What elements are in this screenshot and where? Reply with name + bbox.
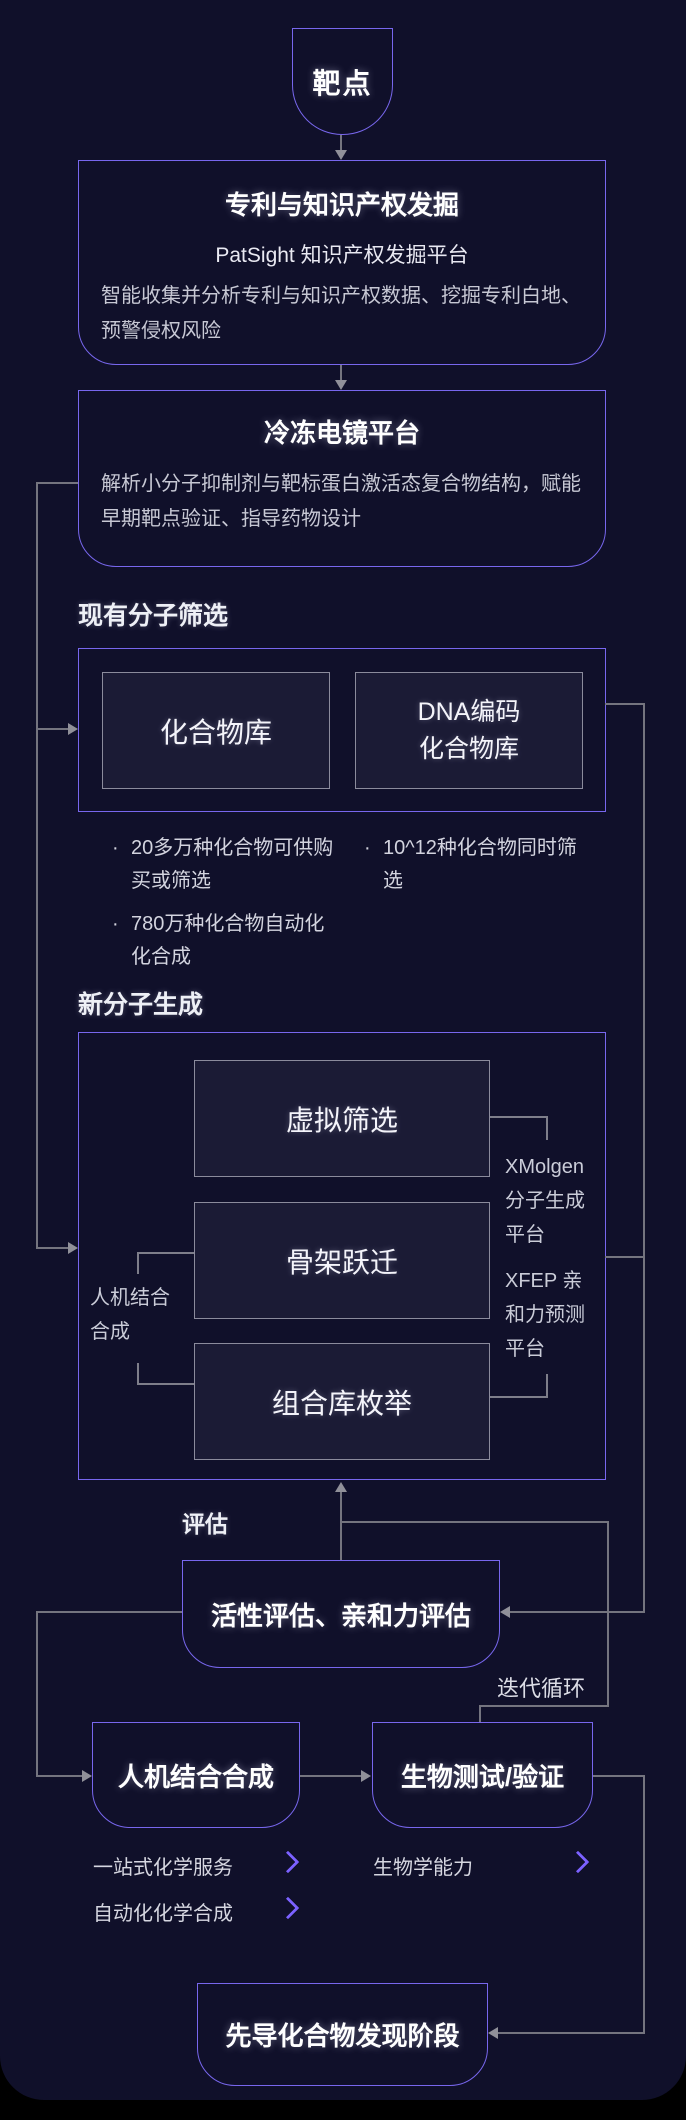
connector-target-patent — [340, 135, 342, 152]
connector-loop-right — [607, 1521, 609, 1707]
node-cryoem-platform: 冷冻电镜平台 解析小分子抑制剂与靶标蛋白激活态复合物结构，赋能早期靶点验证、指导… — [78, 390, 606, 567]
note-human-machine-synthesis: 人机结合合成 — [90, 1287, 170, 1343]
bracket-left-bottom — [137, 1383, 194, 1385]
connector-right-trunk — [643, 703, 645, 1613]
node-dna-encoded-library: DNA编码 化合物库 — [355, 672, 583, 789]
arrowhead-right-icon — [68, 723, 78, 735]
connector-into-newmol — [36, 1247, 70, 1249]
evaluation-label: 活性评估、亲和力评估 — [210, 1600, 471, 1631]
connector-patent-cryoem — [340, 365, 342, 381]
bullet-dot: · — [112, 913, 119, 935]
arrowhead-down-icon — [335, 150, 347, 160]
cryoem-title: 冷冻电镜平台 — [263, 418, 420, 448]
connector-into-synthesis — [36, 1775, 84, 1777]
connector-loop-into-biotest — [479, 1705, 481, 1722]
bracket-left-bottom-tick — [137, 1363, 139, 1385]
bracket-right-bottom — [490, 1396, 548, 1398]
screening-outer-box — [78, 648, 606, 812]
synthesis-label: 人机结合合成 — [117, 1761, 274, 1792]
node-evaluation: 活性评估、亲和力评估 — [182, 1560, 500, 1668]
bracket-left-top — [137, 1252, 194, 1254]
arrowhead-left-icon — [488, 2027, 498, 2039]
bullet-text: 780万种化合物自动化化合成 — [131, 913, 325, 968]
node-virtual-screening: 虚拟筛选 — [194, 1060, 490, 1177]
connector-left-trunk — [36, 482, 38, 1248]
connector-loop-top — [340, 1521, 609, 1523]
connector-into-screening — [36, 728, 70, 730]
loop-label: 迭代循环 — [497, 1676, 586, 1701]
virtual-screening-label: 虚拟筛选 — [285, 1104, 398, 1136]
patent-title: 专利与知识产权发掘 — [224, 190, 459, 220]
bracket-right-top — [490, 1116, 548, 1118]
arrowhead-down-icon — [335, 380, 347, 390]
screening-bullets-left: · 20多万种化合物可供购买或筛选 · 780万种化合物自动化化合成 — [112, 832, 338, 984]
screening-bullets-right: · 10^12种化合物同时筛选 — [364, 832, 586, 908]
note-xmolgen-platform: XMolgen 分子生成平台 — [505, 1156, 585, 1246]
chevron-right-icon[interactable] — [276, 1850, 300, 1874]
connector-into-lead — [497, 2032, 645, 2034]
node-library-enumeration: 组合库枚举 — [194, 1343, 490, 1460]
bracket-left-top-tick — [137, 1252, 139, 1274]
section-label-screening: 现有分子筛选 — [78, 602, 229, 630]
node-compound-library: 化合物库 — [102, 672, 330, 789]
biotest-label: 生物测试/验证 — [400, 1761, 565, 1792]
note-xfep-platform: XFEP 亲和力预测平台 — [505, 1270, 585, 1360]
chevron-right-icon[interactable] — [276, 1896, 300, 1920]
bullet-item: · 10^12种化合物同时筛选 — [364, 832, 586, 898]
patent-subtitle: PatSight 知识产权发掘平台 — [215, 244, 469, 267]
connector-cryoem-left — [36, 482, 78, 484]
bracket-right-bottom-tick — [546, 1374, 548, 1398]
bullet-item: · 20多万种化合物可供购买或筛选 — [112, 832, 338, 898]
node-synthesis: 人机结合合成 — [92, 1722, 300, 1828]
arrowhead-left-icon — [500, 1606, 510, 1618]
compound-library-label: 化合物库 — [159, 716, 272, 748]
node-biotest: 生物测试/验证 — [372, 1722, 593, 1828]
connector-into-evaluation — [509, 1611, 645, 1613]
link-biology-capability[interactable]: 生物学能力 — [373, 1857, 473, 1879]
connector-biotest-down — [643, 1775, 645, 2034]
node-patent-mining: 专利与知识产权发掘 PatSight 知识产权发掘平台 智能收集并分析专利与知识… — [78, 160, 606, 365]
node-target-label: 靶点 — [312, 67, 373, 99]
section-label-newmol: 新分子生成 — [78, 991, 204, 1019]
connector-eval-left — [36, 1611, 182, 1613]
bullet-text: 20多万种化合物可供购买或筛选 — [131, 837, 334, 892]
arrowhead-up-icon — [335, 1482, 347, 1492]
link-automated-synthesis[interactable]: 自动化化学合成 — [93, 1903, 233, 1925]
connector-screening-right — [605, 703, 645, 705]
arrowhead-right-icon — [68, 1242, 78, 1254]
scaffold-hopping-label: 骨架跃迁 — [285, 1246, 398, 1278]
dna-library-label-line2: 化合物库 — [418, 734, 519, 763]
node-lead-compound-stage: 先导化合物发现阶段 — [197, 1983, 488, 2086]
link-one-stop-chemistry[interactable]: 一站式化学服务 — [93, 1857, 233, 1879]
patent-description: 智能收集并分析专利与知识产权数据、挖掘专利白地、预警侵权风险 — [101, 285, 581, 342]
connector-synthesis-biotest — [300, 1775, 363, 1777]
bullet-dot: · — [112, 837, 119, 859]
arrowhead-right-icon — [82, 1770, 92, 1782]
node-scaffold-hopping: 骨架跃迁 — [194, 1202, 490, 1319]
connector-eval-down — [36, 1611, 38, 1777]
chevron-right-icon[interactable] — [566, 1850, 590, 1874]
section-label-evaluation: 评估 — [182, 1511, 228, 1537]
bullet-dot: · — [364, 837, 371, 859]
lead-compound-label: 先导化合物发现阶段 — [225, 2021, 460, 2051]
connector-biotest-right — [593, 1775, 645, 1777]
connector-newmol-right — [605, 1256, 645, 1258]
bullet-item: · 780万种化合物自动化化合成 — [112, 908, 338, 974]
bullet-text: 10^12种化合物同时筛选 — [383, 837, 577, 892]
bracket-right-top-tick — [546, 1116, 548, 1140]
connector-eval-up — [340, 1491, 342, 1560]
library-enumeration-label: 组合库枚举 — [271, 1387, 412, 1419]
cryoem-description: 解析小分子抑制剂与靶标蛋白激活态复合物结构，赋能早期靶点验证、指导药物设计 — [101, 473, 581, 530]
connector-loop-bottom — [479, 1705, 609, 1707]
dna-library-label-line1: DNA编码 — [417, 697, 521, 726]
arrowhead-right-icon — [361, 1770, 371, 1782]
node-target: 靶点 — [292, 28, 393, 135]
